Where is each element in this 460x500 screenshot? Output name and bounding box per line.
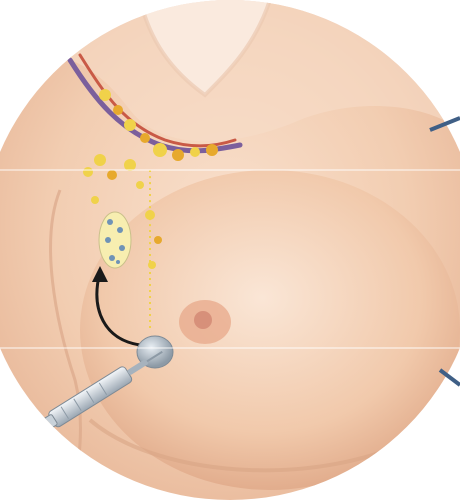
sentinel-node (99, 212, 131, 268)
breast (80, 170, 460, 490)
nipple (194, 311, 212, 329)
